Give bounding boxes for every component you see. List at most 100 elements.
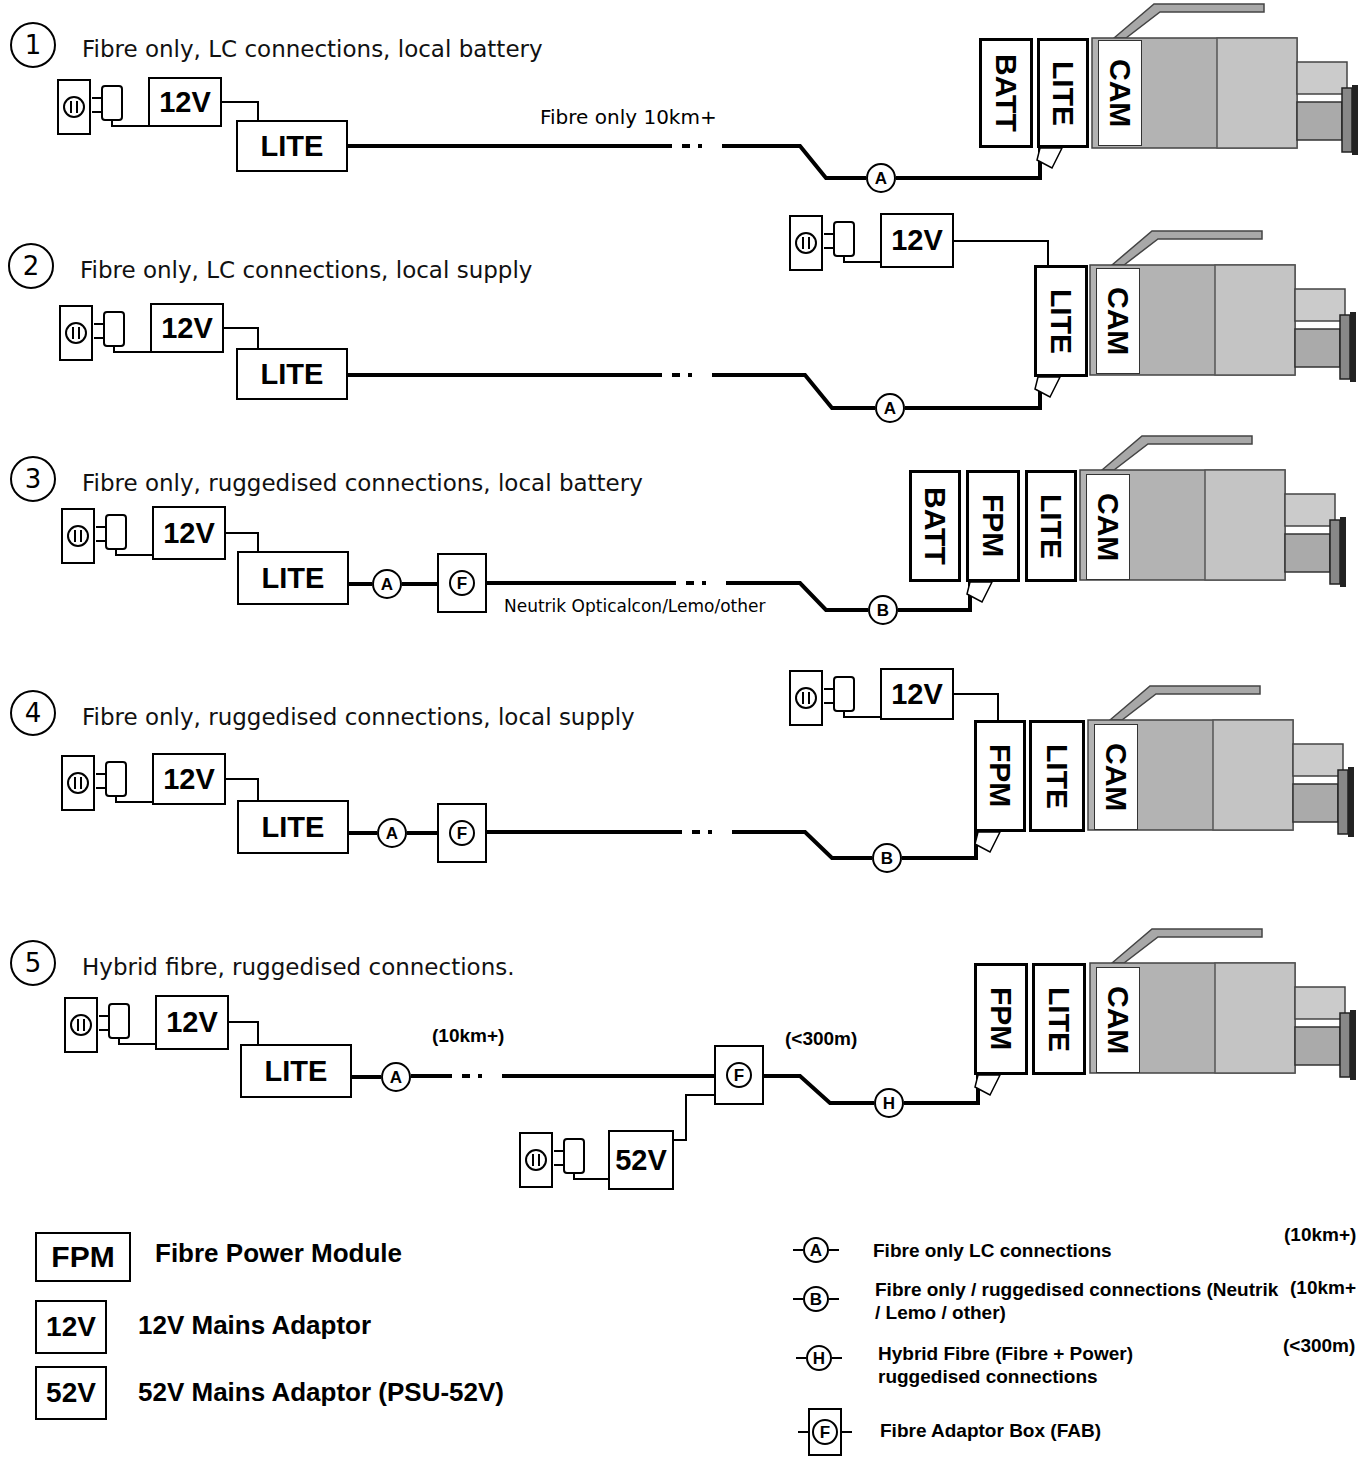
unit-box: 12V — [148, 77, 222, 127]
box-text: B — [881, 850, 893, 867]
module-box: BATT — [909, 470, 961, 582]
power-lead — [222, 102, 258, 120]
box-text: F — [449, 570, 475, 596]
mains-sockets — [58, 80, 880, 1187]
fibre-cable — [352, 1075, 381, 1079]
box-text: FPM — [978, 494, 1008, 557]
camera-label: CAM — [1086, 474, 1130, 580]
fibre-cable — [402, 582, 437, 586]
step-number: 4Fibre only, ruggedised connections, loc… — [10, 690, 56, 736]
fibre-adaptor-box: F — [437, 553, 487, 613]
box-text: H — [883, 1095, 895, 1112]
legend-sample-text: FPM — [51, 1242, 114, 1272]
box-text: F — [726, 1062, 752, 1088]
step-number: 2Fibre only, LC connections, local suppl… — [8, 243, 54, 289]
unit-box: 12V — [150, 303, 224, 353]
unit-box: 12V — [880, 213, 954, 268]
box-text: BATT — [920, 487, 950, 565]
box-text: LITE — [1044, 987, 1074, 1052]
module-box: LITE — [1032, 963, 1086, 1075]
fibre-cable — [349, 582, 372, 586]
fibre-adaptor-box: F — [714, 1045, 764, 1105]
box-text: LITE — [265, 1057, 328, 1086]
range-note: (<300m) — [1283, 1335, 1355, 1357]
unit-box: LITE — [236, 120, 348, 172]
module-box: FPM — [974, 963, 1028, 1075]
connection-marker: A — [866, 163, 896, 193]
box-text: B — [877, 602, 889, 619]
box-text: FPM — [985, 744, 1015, 807]
unit-box: LITE — [240, 1044, 352, 1098]
box-text: LITE — [261, 132, 324, 161]
box-text: 12V — [166, 1008, 218, 1037]
power-lead — [226, 533, 258, 551]
fibre-cable — [896, 148, 1040, 178]
cable-label: Neutrik Opticalcon/Lemo/other — [502, 597, 767, 617]
box-text: LITE — [262, 813, 325, 842]
box-text: LITE — [1042, 744, 1072, 809]
fibre-cable — [898, 582, 970, 610]
connection-marker: B — [872, 843, 902, 873]
module-box: FPM — [974, 720, 1026, 832]
cable-label: (10km+) — [430, 1025, 506, 1047]
row-heading: Hybrid fibre, ruggedised connections. — [82, 956, 515, 979]
module-box: LITE — [1034, 265, 1088, 377]
connection-marker: H — [874, 1088, 904, 1118]
row-heading: Fibre only, ruggedised connections, loca… — [82, 706, 635, 729]
power-lead — [674, 1095, 714, 1140]
legend-text: Hybrid Fibre (Fibre + Power) ruggedised … — [878, 1343, 1218, 1389]
unit-box: LITE — [237, 551, 349, 605]
box-text: 12V — [891, 680, 943, 709]
box-text: LITE — [261, 360, 324, 389]
box-text: LITE — [262, 564, 325, 593]
fibre-cable — [905, 377, 1040, 408]
box-text: LITE — [1048, 61, 1078, 126]
box-text: 52V — [615, 1146, 667, 1175]
legend-sample: FPM — [35, 1232, 131, 1282]
connection-marker: A — [377, 818, 407, 848]
unit-box: 12V — [152, 506, 226, 560]
power-lead — [226, 779, 258, 800]
box-text: A — [875, 170, 887, 187]
module-box: LITE — [1025, 470, 1077, 582]
unit-box: LITE — [236, 348, 348, 400]
connection-marker: B — [868, 595, 898, 625]
step-number-text: 2 — [23, 253, 40, 279]
step-number: 1Fibre only, LC connections, local batte… — [10, 22, 56, 68]
fibre-cable — [902, 832, 976, 858]
step-number-text: 5 — [25, 950, 42, 976]
box-text: A — [390, 1069, 402, 1086]
box-text: F — [449, 820, 475, 846]
fibre-cable — [407, 831, 437, 835]
legend-sample: B — [803, 1286, 829, 1312]
box-text: BATT — [991, 54, 1021, 132]
fibre-cable — [764, 1076, 874, 1103]
legend-sample: H — [806, 1345, 832, 1371]
legend-sample-text: 52V — [46, 1379, 96, 1407]
legend-text: Fibre only LC connections — [873, 1240, 1112, 1263]
box-text: 12V — [163, 519, 215, 548]
unit-box: 52V — [608, 1130, 674, 1190]
cable-label: Fibre only 10km+ — [538, 106, 719, 129]
step-number-text: 1 — [25, 32, 42, 58]
legend-sample: F — [808, 1408, 842, 1456]
legend-sample-text: 12V — [46, 1313, 96, 1341]
legend-sample-text: F — [812, 1419, 838, 1445]
row-heading: Fibre only, LC connections, local batter… — [82, 38, 543, 61]
module-box: BATT — [979, 38, 1033, 148]
box-text: LITE — [1036, 494, 1066, 559]
legend-sample-text: A — [810, 1242, 822, 1259]
power-lead — [229, 1022, 258, 1044]
camera-label: CAM — [1096, 967, 1140, 1073]
legend-sample: A — [803, 1237, 829, 1263]
legend-symbol-stubs — [793, 1250, 852, 1432]
legend-text: Fibre only / ruggedised connections (Neu… — [875, 1279, 1280, 1325]
unit-box: 12V — [152, 753, 226, 805]
camera-label: CAM — [1096, 268, 1140, 374]
step-number-text: 3 — [25, 466, 42, 492]
legend-text: 12V Mains Adaptor — [138, 1310, 371, 1341]
power-lead — [954, 241, 1048, 265]
box-text: 12V — [159, 88, 211, 117]
fibre-adaptor-box: F — [437, 803, 487, 863]
fibre-cable — [348, 146, 866, 178]
